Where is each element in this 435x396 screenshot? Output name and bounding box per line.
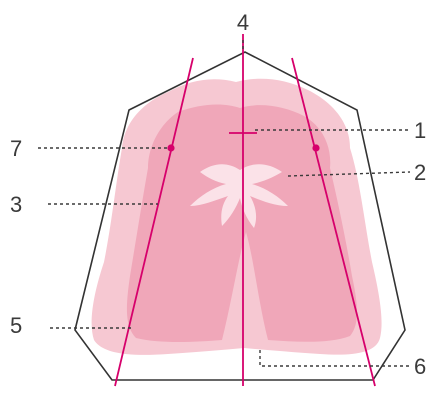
right-reference-point [312, 144, 319, 151]
label-5: 5 [10, 313, 22, 338]
label-1: 1 [414, 118, 426, 143]
label-2: 2 [414, 160, 426, 185]
label-7: 7 [10, 136, 22, 161]
label-4: 4 [237, 10, 249, 35]
left-reference-point [167, 144, 174, 151]
label-3: 3 [10, 192, 22, 217]
label-6: 6 [414, 354, 426, 379]
